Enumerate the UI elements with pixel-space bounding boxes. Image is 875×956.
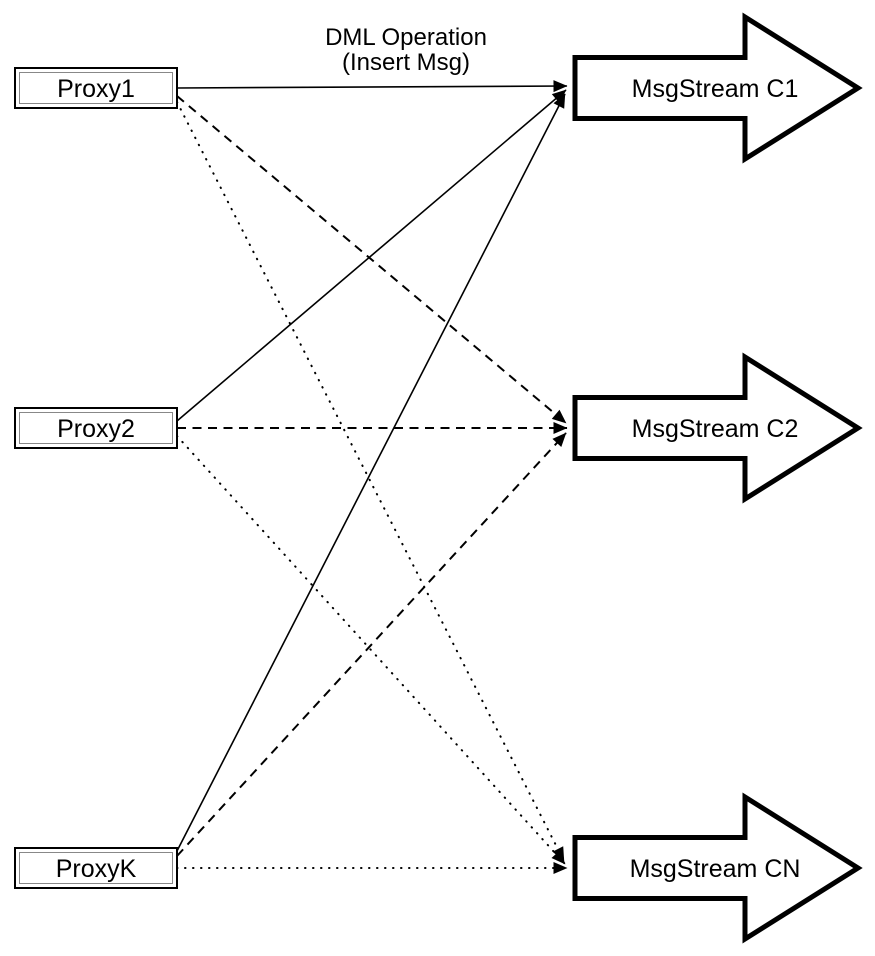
edge-proxy1-to-c2 [176, 95, 567, 424]
msgstream-c1-node: MsgStream C1 [572, 12, 863, 164]
proxy2-node: Proxy2 [14, 407, 178, 449]
dml-operation-annotation: DML Operation (Insert Msg) [325, 24, 487, 76]
msgstream-c2-label: MsgStream C2 [632, 415, 799, 443]
proxy1-node: Proxy1 [14, 67, 178, 109]
proxy1-box-inner-border [19, 72, 173, 104]
msgstream-c2-node: MsgStream C2 [572, 352, 863, 504]
proxyk-node: ProxyK [14, 847, 178, 889]
msgstream-c1-label: MsgStream C1 [632, 75, 799, 103]
proxy2-box [14, 407, 178, 449]
msgstream-c1-arrow-shape [572, 12, 863, 164]
proxyk-box-inner-border [19, 852, 173, 884]
edge-proxyk-to-c2 [176, 432, 567, 857]
msgstream-cn-node: MsgStream CN [572, 792, 863, 944]
annotation-line1: DML Operation [325, 24, 487, 51]
proxy2-box-inner-border [19, 412, 173, 444]
edge-proxy1-to-cn [176, 101, 565, 862]
edge-proxy1-to-c1 [176, 80, 568, 93]
edge-proxyk-to-c1 [176, 93, 566, 852]
edge-proxy2-to-c1 [176, 89, 567, 422]
msgstream-c2-arrow-shape [572, 352, 863, 504]
proxy2-label: Proxy2 [57, 415, 135, 443]
msgstream-cn-arrow-shape [572, 792, 863, 944]
annotation-line2: (Insert Msg) [342, 49, 470, 76]
proxyk-label: ProxyK [56, 855, 137, 883]
edge-proxy2-to-cn [176, 435, 566, 865]
proxy1-label: Proxy1 [57, 75, 135, 103]
proxy1-box [14, 67, 178, 109]
proxyk-box [14, 847, 178, 889]
msgstream-cn-label: MsgStream CN [630, 855, 801, 883]
